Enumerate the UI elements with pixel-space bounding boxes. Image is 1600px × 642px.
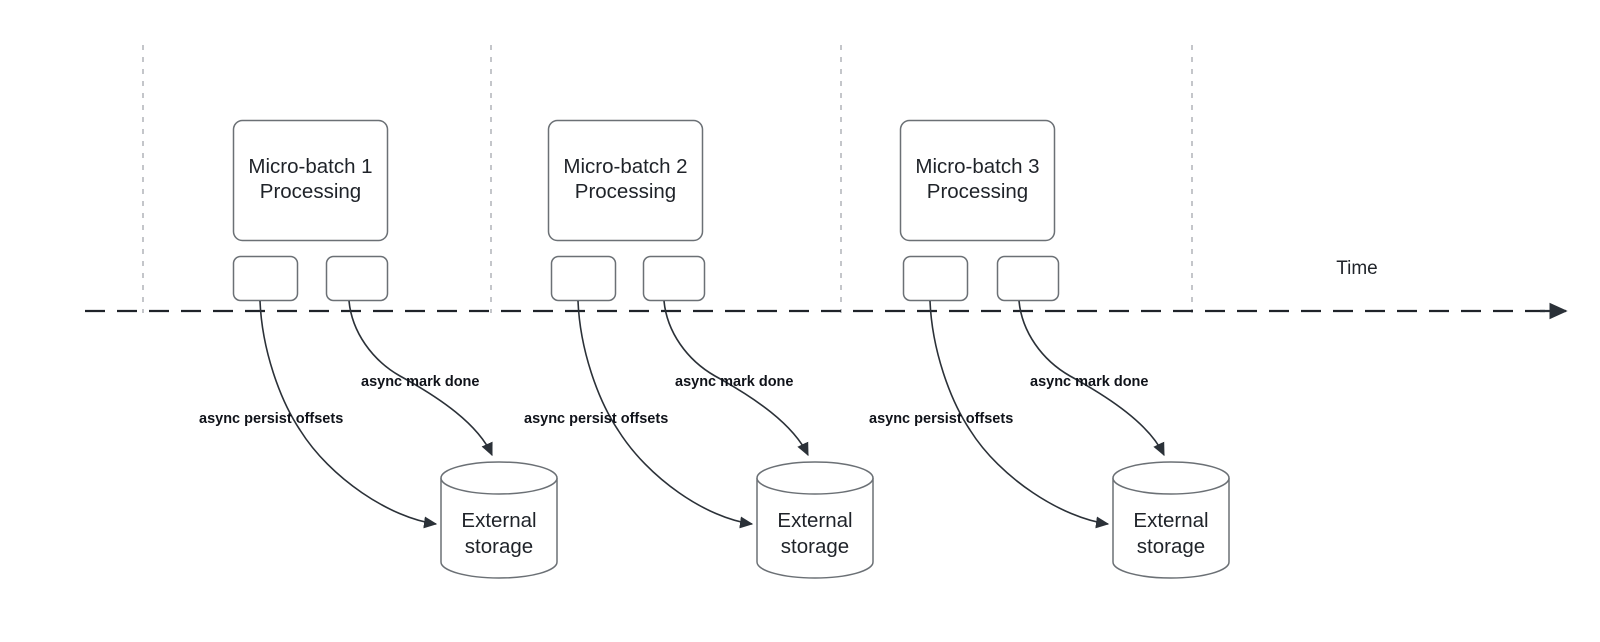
edge-async-persist-offsets — [577, 300, 754, 529]
process-box-label-line1: Micro-batch 2 — [563, 155, 687, 178]
storage-label-line2: storage — [1137, 535, 1205, 558]
process-box-shape — [232, 119, 389, 242]
timeline-axis: Time — [85, 258, 1568, 320]
process-box-label-line2: Processing — [260, 180, 361, 203]
storage-label-line2: storage — [465, 535, 533, 558]
task-box-left[interactable] — [550, 255, 617, 302]
task-box-left[interactable] — [902, 255, 969, 302]
cylinder-body — [440, 478, 558, 579]
micro-batch-2-processing-box[interactable]: Micro-batch 2 Processing — [547, 119, 704, 242]
process-box-label-line1: Micro-batch 3 — [915, 155, 1039, 178]
storage-label-line1: External — [777, 509, 852, 532]
edge-label-async-persist-offsets: async persist offsets — [869, 411, 1013, 427]
edge-async-mark-done — [1018, 300, 1165, 457]
task-box-right[interactable] — [325, 255, 389, 302]
time-axis-label: Time — [1336, 258, 1378, 279]
cylinder-top-ellipse — [440, 461, 558, 495]
process-box-label-line2: Processing — [927, 180, 1028, 203]
edge-async-persist-offsets — [259, 300, 438, 529]
edge-async-persist-offsets — [929, 300, 1110, 529]
edge-label-async-persist-offsets: async persist offsets — [524, 411, 668, 427]
cylinder-body — [1112, 478, 1230, 579]
task-box-left[interactable] — [232, 255, 299, 302]
storage-label-line1: External — [1133, 509, 1208, 532]
process-box-shape — [547, 119, 704, 242]
external-storage-cylinder[interactable]: External storage — [756, 461, 874, 579]
storage-label-line1: External — [461, 509, 536, 532]
process-box-label-line2: Processing — [575, 180, 676, 203]
task-box-right[interactable] — [996, 255, 1060, 302]
cylinder-top-ellipse — [1112, 461, 1230, 495]
batch-group-2: Micro-batch 2 Processing External storag… — [524, 119, 874, 579]
edge-label-async-mark-done: async mark done — [361, 374, 479, 390]
batch-group-3: Micro-batch 3 Processing External storag… — [869, 119, 1230, 579]
edge-label-async-persist-offsets: async persist offsets — [199, 411, 343, 427]
external-storage-cylinder[interactable]: External storage — [440, 461, 558, 579]
process-box-shape — [899, 119, 1056, 242]
process-box-label-line1: Micro-batch 1 — [248, 155, 372, 178]
edge-async-mark-done — [663, 300, 809, 457]
micro-batch-1-processing-box[interactable]: Micro-batch 1 Processing — [232, 119, 389, 242]
edge-label-async-mark-done: async mark done — [675, 374, 793, 390]
edge-async-mark-done — [348, 300, 493, 457]
storage-label-line2: storage — [781, 535, 849, 558]
batch-group-1: Micro-batch 1 Processing External storag… — [199, 119, 558, 579]
task-box-right[interactable] — [642, 255, 706, 302]
micro-batch-3-processing-box[interactable]: Micro-batch 3 Processing — [899, 119, 1056, 242]
cylinder-body — [756, 478, 874, 579]
external-storage-cylinder[interactable]: External storage — [1112, 461, 1230, 579]
batch-boundary-gridlines — [142, 45, 1193, 313]
cylinder-top-ellipse — [756, 461, 874, 495]
edge-label-async-mark-done: async mark done — [1030, 374, 1148, 390]
